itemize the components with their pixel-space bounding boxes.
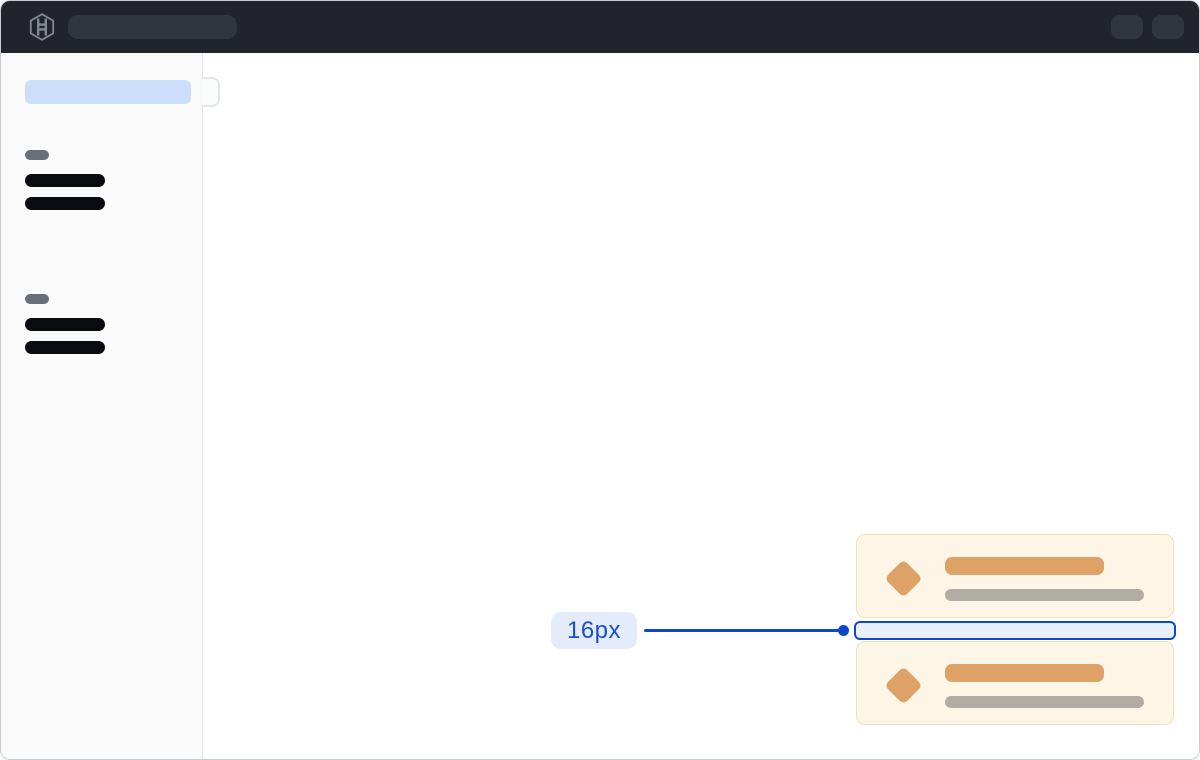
spacing-annotation-label: 16px (551, 612, 637, 649)
nav-section-label-skeleton (25, 294, 49, 304)
nav-item-skeleton[interactable] (25, 174, 105, 187)
annotation-connector-dot (838, 625, 849, 636)
topbar (1, 1, 1199, 53)
sidebar (1, 53, 203, 759)
topbar-search-skeleton[interactable] (68, 15, 237, 39)
topbar-actions (1111, 15, 1184, 39)
sidebar-nav-group-2 (25, 294, 105, 364)
card-subtitle-skeleton (945, 589, 1144, 601)
nav-item-skeleton[interactable] (25, 197, 105, 210)
diamond-icon (884, 559, 923, 598)
sidebar-active-item-skeleton[interactable] (25, 80, 191, 104)
hashicorp-logo-icon[interactable] (27, 12, 57, 42)
nav-item-skeleton[interactable] (25, 341, 105, 354)
sidebar-nav-group-1 (25, 150, 105, 220)
nav-item-skeleton[interactable] (25, 318, 105, 331)
annotation-connector-line (644, 629, 843, 632)
sidebar-collapse-tab[interactable] (201, 77, 220, 107)
card-skeleton-2[interactable] (856, 641, 1174, 725)
topbar-action-skeleton-1[interactable] (1111, 15, 1143, 39)
card-title-skeleton (945, 664, 1104, 682)
nav-section-label-skeleton (25, 150, 49, 160)
spacing-gap-highlight (854, 621, 1176, 640)
card-subtitle-skeleton (945, 696, 1144, 708)
card-skeleton-1[interactable] (856, 534, 1174, 618)
topbar-action-skeleton-2[interactable] (1152, 15, 1184, 39)
card-title-skeleton (945, 557, 1104, 575)
diamond-icon (884, 666, 923, 705)
